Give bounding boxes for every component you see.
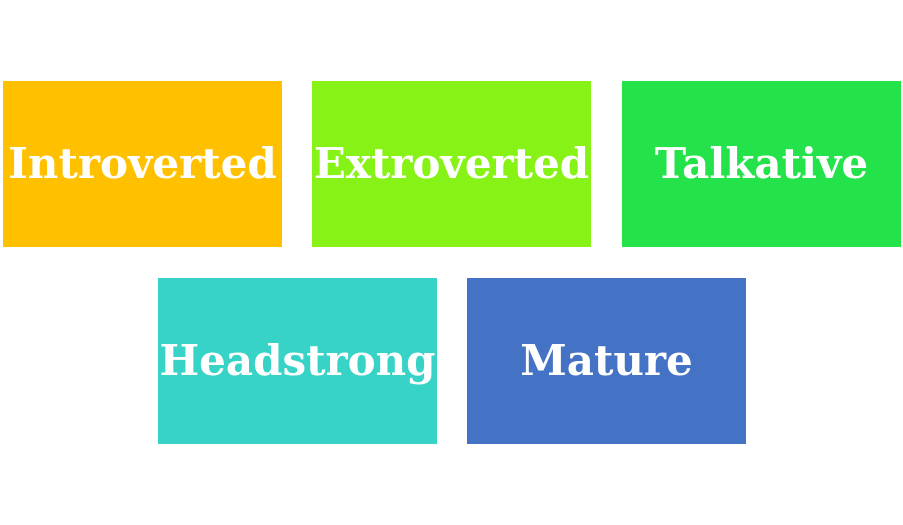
tile-talkative: Talkative xyxy=(622,81,901,247)
tile-label-extroverted: Extroverted xyxy=(313,139,590,188)
tile-label-headstrong: Headstrong xyxy=(159,336,436,385)
tile-extroverted: Extroverted xyxy=(312,81,591,247)
tile-headstrong: Headstrong xyxy=(158,278,437,444)
tile-introverted: Introverted xyxy=(3,81,282,247)
tile-label-introverted: Introverted xyxy=(8,139,277,188)
tile-mature: Mature xyxy=(467,278,746,444)
tile-label-talkative: Talkative xyxy=(654,139,869,188)
tile-label-mature: Mature xyxy=(520,336,693,385)
